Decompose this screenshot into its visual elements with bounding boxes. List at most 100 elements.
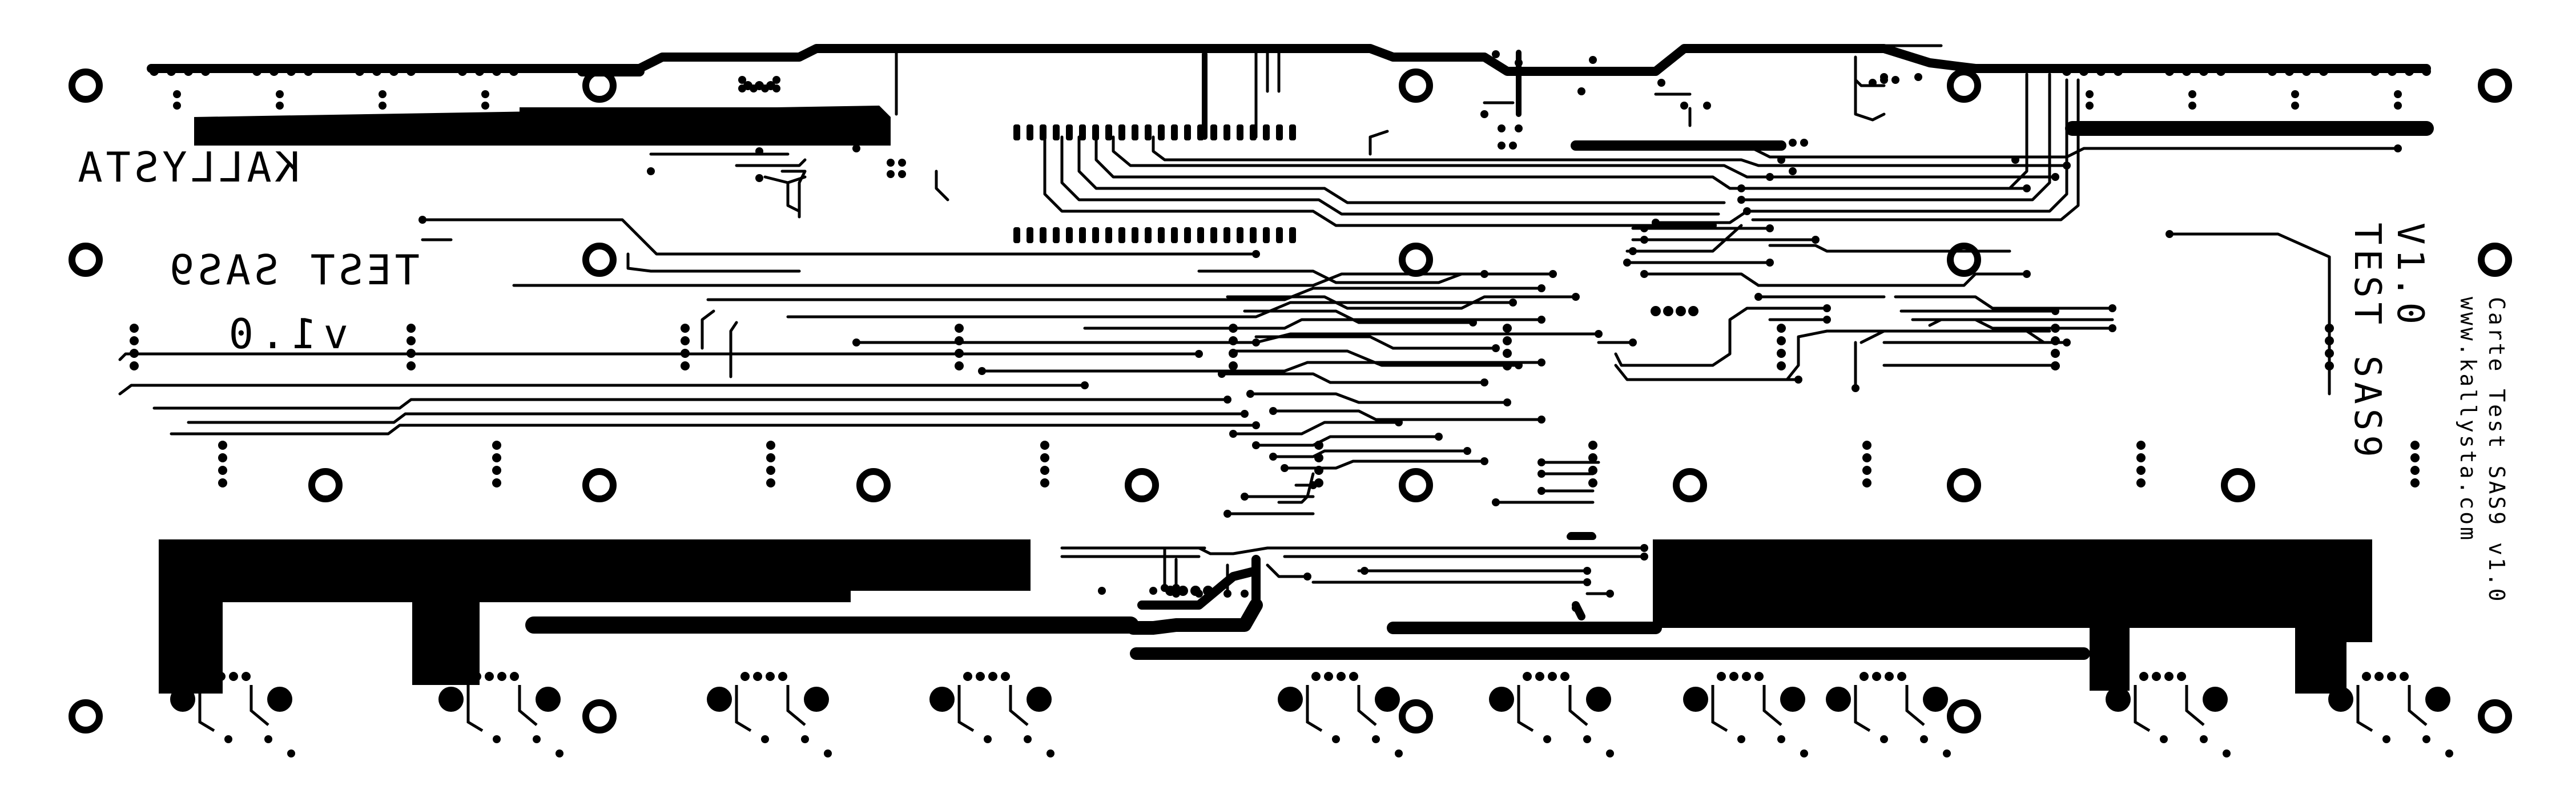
- relay-pin: [2422, 735, 2430, 743]
- relay-pin: [2177, 672, 2186, 681]
- smd-pad: [276, 102, 284, 110]
- ic-pin: [1040, 124, 1046, 140]
- relay-pin: [1943, 749, 1951, 757]
- via: [1577, 87, 1585, 95]
- via: [887, 159, 895, 167]
- relay-pin: [2152, 672, 2161, 681]
- mounting-hole: [2478, 699, 2512, 734]
- connector-pad: [1862, 441, 1871, 450]
- via: [1469, 319, 1477, 327]
- connector-pad: [1040, 478, 1049, 487]
- connector-pad: [1503, 324, 1512, 333]
- relay-pad: [2328, 687, 2353, 712]
- connector-pad: [1503, 361, 1512, 370]
- ic-pin: [1092, 227, 1099, 243]
- ic-pin: [1013, 227, 1020, 243]
- connector-pad: [2136, 453, 2146, 462]
- relay-pin: [2200, 735, 2208, 743]
- smd-pad: [355, 67, 364, 76]
- via: [1789, 167, 1797, 175]
- relay-pin: [976, 672, 985, 681]
- relay-pin: [287, 749, 295, 757]
- connector-pad: [2410, 441, 2420, 450]
- via: [772, 76, 780, 84]
- via: [2051, 307, 2059, 315]
- via: [1640, 553, 1648, 561]
- connector-pad: [2051, 349, 2060, 358]
- smd-pad: [755, 81, 764, 90]
- via: [1515, 124, 1523, 132]
- smd-pad: [184, 67, 193, 76]
- smd-pad: [2188, 102, 2196, 110]
- smd-pad: [287, 67, 296, 76]
- smd-pad: [379, 90, 387, 98]
- relay-pin: [801, 735, 809, 743]
- via: [1269, 407, 1277, 415]
- relay-trace: [1517, 685, 1534, 732]
- ic-pin: [1237, 227, 1243, 243]
- relay-pin: [963, 672, 972, 681]
- connector-pad: [681, 349, 690, 358]
- via: [1869, 79, 1877, 87]
- relay-pin: [1349, 672, 1358, 681]
- relay-pin: [1395, 749, 1403, 757]
- connector-pad: [218, 478, 227, 487]
- smd-pad: [1190, 586, 1201, 596]
- smd-pad: [1178, 586, 1188, 596]
- via: [852, 338, 860, 346]
- relay-pad: [1489, 687, 1514, 712]
- mounting-hole: [582, 699, 617, 734]
- connector-pad: [1229, 361, 1238, 370]
- relay-pin: [1548, 672, 1557, 681]
- pad-columns: [130, 324, 2420, 487]
- smd-pad: [304, 67, 313, 76]
- via: [1395, 418, 1403, 426]
- relay-pad: [1780, 687, 1805, 712]
- connector-pad: [130, 324, 139, 333]
- via: [1583, 567, 1591, 575]
- connector-pad: [1229, 349, 1238, 358]
- connector-pad: [406, 349, 416, 358]
- via: [1229, 430, 1237, 438]
- ic-pin: [1250, 124, 1257, 140]
- signal-traces: [118, 44, 2400, 595]
- connector-pad: [1040, 441, 1049, 450]
- mounting-hole: [1673, 468, 1707, 502]
- via: [1081, 381, 1089, 389]
- via: [2108, 324, 2116, 332]
- ic-pin: [1171, 124, 1178, 140]
- relay-pin: [1754, 672, 1764, 681]
- connector-pad: [2136, 466, 2146, 475]
- relay-trace: [1306, 685, 1323, 732]
- connector-pad: [406, 361, 416, 370]
- via: [1754, 293, 1762, 301]
- smd-pad: [2216, 67, 2225, 76]
- connector-pad: [1777, 324, 1786, 333]
- smd-pad: [252, 67, 261, 76]
- connector-pad: [218, 441, 227, 450]
- connector-pad: [492, 453, 501, 462]
- connector-pad: [2325, 349, 2334, 358]
- smd-pad: [276, 90, 284, 98]
- ic-pin: [1145, 227, 1152, 243]
- relay-pin: [988, 672, 997, 681]
- smd-pad: [173, 102, 181, 110]
- via: [1492, 344, 1500, 352]
- smd-pad: [372, 67, 381, 76]
- connector-pad: [406, 336, 416, 345]
- ic-pin: [1105, 124, 1112, 140]
- smd-pad: [2165, 67, 2174, 76]
- connector-pad: [218, 466, 227, 475]
- connector-pad: [1777, 336, 1786, 345]
- relay-pad: [536, 687, 561, 712]
- via: [1537, 284, 1545, 292]
- via: [2023, 184, 2031, 192]
- relay-footprint: [1489, 672, 1614, 757]
- relay-pad: [2106, 687, 2131, 712]
- ic-pin: [1118, 227, 1125, 243]
- relay-pin: [264, 735, 272, 743]
- relay-pin: [1717, 672, 1726, 681]
- smd-pad: [2199, 67, 2208, 76]
- mounting-hole: [1125, 468, 1159, 502]
- relay-pin: [1372, 735, 1380, 743]
